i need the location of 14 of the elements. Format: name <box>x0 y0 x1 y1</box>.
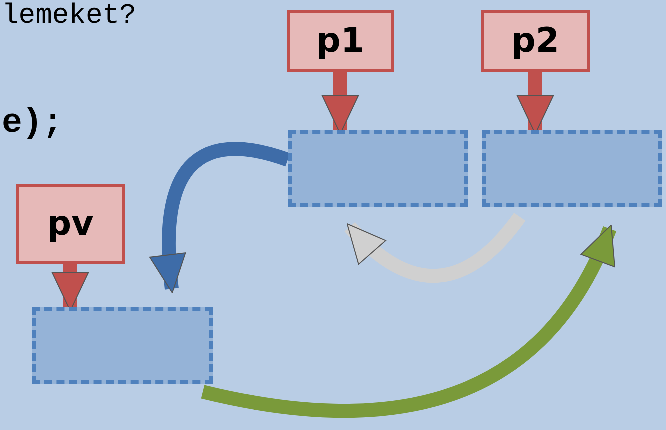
arrow <box>202 224 616 418</box>
pointer-box <box>287 10 394 72</box>
pointer-name: p2 <box>512 21 560 61</box>
pointer-box <box>481 10 590 72</box>
memory-cell <box>288 130 468 207</box>
pointer-name: p1 <box>316 21 364 61</box>
arrow <box>344 212 526 283</box>
code-text: lemeket? <box>2 2 136 33</box>
memory-cell <box>482 130 662 207</box>
pointer-name: pv <box>47 204 94 244</box>
code-text: e); <box>2 106 64 144</box>
memory-cell <box>32 307 213 384</box>
pointer-box <box>16 184 125 264</box>
arrow <box>150 142 290 294</box>
